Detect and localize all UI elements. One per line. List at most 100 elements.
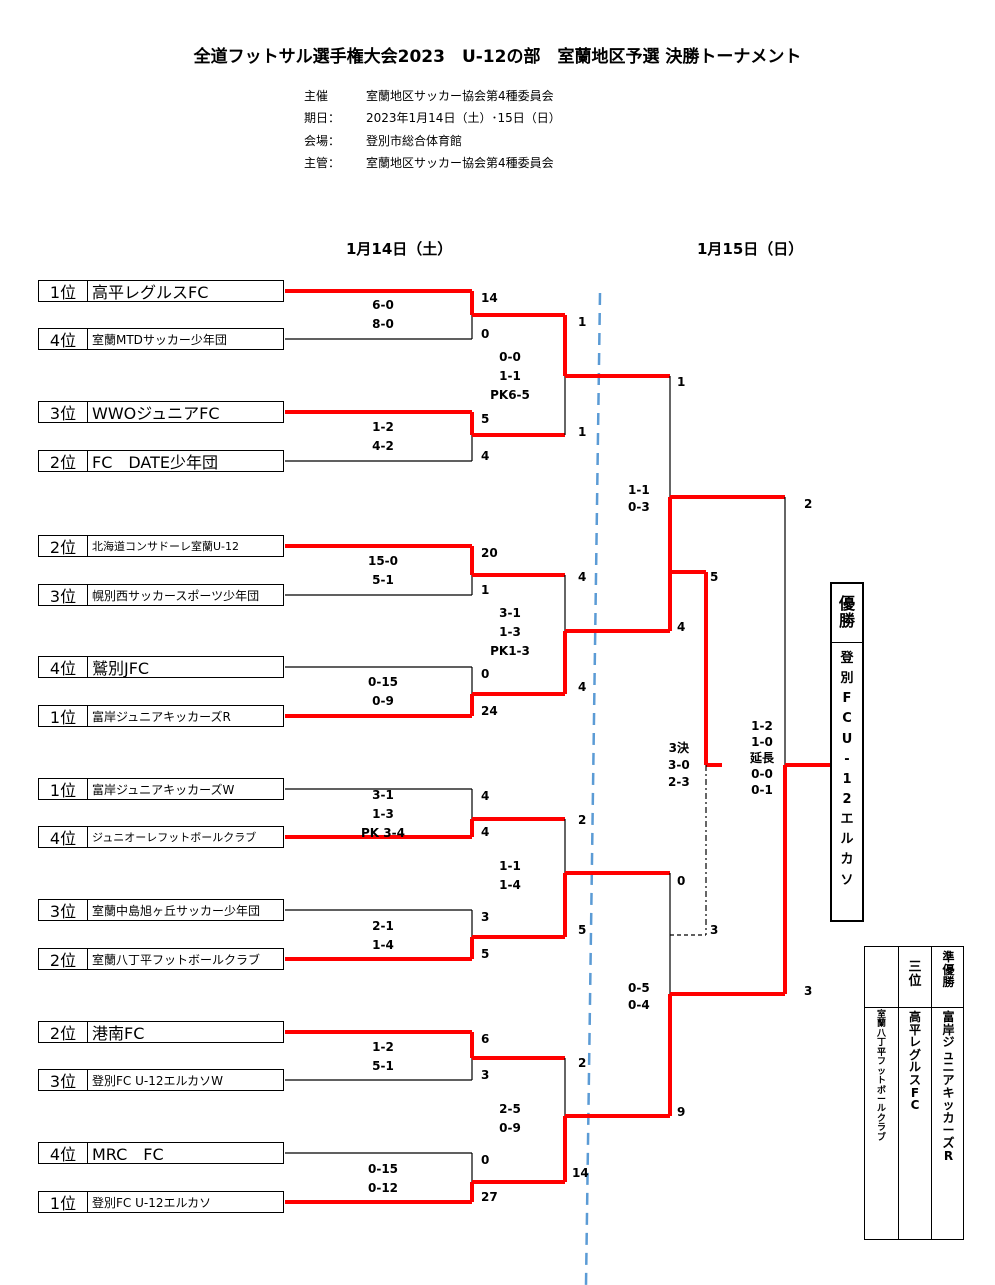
- round1-halves: 0-15 0-12: [367, 1162, 399, 1195]
- team-entry: 1位登別FC U-12エルカソ: [38, 1191, 284, 1213]
- round2-score: 2: [578, 1056, 587, 1070]
- round1-halves: 1-2 4-2: [372, 420, 394, 453]
- team-entry: 2位港南FC: [38, 1021, 284, 1043]
- round1-score: 3: [481, 1068, 490, 1082]
- round2-halves: 3-1 1-3 PK1-3: [490, 606, 530, 658]
- team-entry: 1位富岸ジュニアキッカーズR: [38, 705, 284, 727]
- round2-halves: 2-5 0-9: [499, 1102, 521, 1135]
- third-name: 室蘭八丁平フットボールクラブ: [876, 1010, 886, 1143]
- team-rank: 1位: [39, 779, 88, 800]
- day2-label: 1月15日（日）: [697, 240, 804, 258]
- round2-score: 2: [578, 813, 587, 827]
- round1-score: 0: [481, 667, 490, 681]
- team-name: 富岸ジュニアキッカーズR: [92, 709, 231, 724]
- info-key: 主管：: [304, 156, 341, 170]
- team-rank: 4位: [39, 329, 88, 350]
- team-name: FC DATE少年団: [92, 453, 219, 472]
- team-name: MRC FC: [92, 1145, 164, 1164]
- team-rank: 4位: [39, 657, 88, 678]
- info-value: 2023年1月14日（土）･15日（日）: [366, 111, 561, 125]
- team-rank: 4位: [39, 1143, 88, 1164]
- round1-halves: 15-0 5-1: [367, 554, 399, 587]
- team-entry: 1位高平レグルスFC: [38, 280, 284, 302]
- day-divider: [584, 292, 602, 1285]
- round1-halves: 3-1 1-3 PK 3-4: [361, 788, 405, 840]
- info-value: 室蘭地区サッカー協会第4種委員会: [366, 89, 554, 103]
- round2-halves: 1-1 1-4: [499, 859, 521, 892]
- third-place-score: 5: [710, 570, 719, 584]
- round1-score: 5: [481, 947, 490, 961]
- team-rank: 1位: [39, 281, 88, 302]
- team-rank: 1位: [39, 1192, 88, 1213]
- team-rank: 1位: [39, 706, 88, 727]
- third-place-halves: 3決 3-0 2-3: [668, 741, 690, 789]
- info-key: 会場：: [304, 134, 341, 148]
- team-name: 登別FC U-12エルカソ: [92, 1195, 212, 1210]
- semifinal-score: 0: [677, 874, 686, 888]
- team-name: 室蘭MTDサッカー少年団: [92, 332, 227, 347]
- team-rank: 4位: [39, 827, 88, 848]
- team-entry: 3位登別FC U-12エルカソW: [38, 1069, 284, 1091]
- third-place-score: 3: [710, 923, 719, 937]
- team-rank: 2位: [39, 536, 88, 557]
- round1-score: 3: [481, 910, 490, 924]
- team-name: 登別FC U-12エルカソW: [92, 1073, 223, 1088]
- round1-score: 24: [481, 704, 498, 718]
- day1-label: 1月14日（土）: [346, 240, 453, 258]
- team-name: WWOジュニアFC: [92, 404, 220, 423]
- semifinal-score: 1: [677, 375, 686, 389]
- team-entry: 4位ジュニオーレフットボールクラブ: [38, 826, 284, 848]
- semifinal-halves: 1-1 0-3: [628, 483, 650, 514]
- round1-score: 4: [481, 449, 490, 463]
- info-value: 室蘭地区サッカー協会第4種委員会: [366, 156, 554, 170]
- final-score: 3: [804, 984, 813, 998]
- info-value: 登別市総合体育館: [366, 134, 463, 148]
- semifinal-score: 9: [677, 1105, 686, 1119]
- round1-halves: 6-0 8-0: [372, 298, 394, 331]
- team-entry: 2位室蘭八丁平フットボールクラブ: [38, 948, 284, 970]
- team-name: 北海道コンサドーレ室蘭U-12: [92, 540, 240, 553]
- team-entry: 3位幌別西サッカースポーツ少年団: [38, 584, 284, 606]
- final-score: 2: [804, 497, 813, 511]
- team-rank: 3位: [39, 900, 88, 921]
- round2-score: 1: [578, 315, 587, 329]
- team-rank: 3位: [39, 585, 88, 606]
- team-name: 室蘭中島旭ヶ丘サッカー少年団: [92, 903, 261, 918]
- champion-label: 優勝: [838, 594, 855, 630]
- round2-score: 14: [572, 1166, 589, 1180]
- team-name: 幌別西サッカースポーツ少年団: [92, 588, 260, 603]
- round1-score: 4: [481, 825, 490, 839]
- round1-score: 14: [481, 291, 498, 305]
- team-rank: 2位: [39, 1022, 88, 1043]
- team-rank: 3位: [39, 1070, 88, 1091]
- team-entry: 4位鷲別JFC: [38, 656, 284, 678]
- round1-halves: 0-15 0-9: [367, 675, 399, 708]
- round1-score: 4: [481, 789, 490, 803]
- round2-score: 4: [578, 570, 587, 584]
- round1-score: 0: [481, 327, 490, 341]
- round1-score: 1: [481, 583, 490, 597]
- final-halves: 1-2 1-0 延長 0-0 0-1: [750, 719, 775, 797]
- team-entry: 4位室蘭MTDサッカー少年団: [38, 328, 284, 350]
- team-rank: 3位: [39, 402, 88, 423]
- semifinal-score: 4: [677, 620, 686, 634]
- team-name: 高平レグルスFC: [92, 283, 209, 302]
- team-name: 富岸ジュニアキッカーズW: [92, 782, 235, 797]
- team-entry: 1位富岸ジュニアキッカーズW: [38, 778, 284, 800]
- team-entry: 2位北海道コンサドーレ室蘭U-12: [38, 535, 284, 557]
- team-name: 鷲別JFC: [92, 659, 150, 678]
- team-entry: 3位室蘭中島旭ヶ丘サッカー少年団: [38, 899, 284, 921]
- info-key: 期日：: [304, 111, 341, 125]
- info-key: 主催: [304, 89, 329, 103]
- round2-score: 5: [578, 923, 587, 937]
- team-name: ジュニオーレフットボールクラブ: [92, 831, 257, 844]
- round1-score: 5: [481, 412, 490, 426]
- round1-score: 20: [481, 546, 498, 560]
